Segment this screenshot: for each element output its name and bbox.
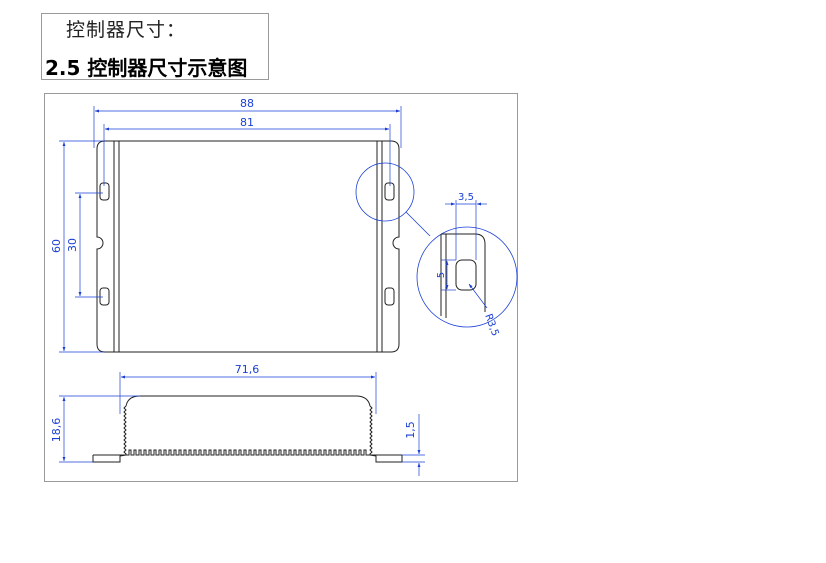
side-view-right-ribs [369, 405, 373, 455]
side-view-bottom-fins [126, 449, 370, 456]
slot-top-left [99, 182, 110, 201]
dimension-drawing: 88 81 60 30 [50, 97, 518, 476]
dim-label-5: 5 [436, 272, 447, 278]
top-view-dimensions [59, 106, 402, 353]
dim-label-30: 30 [66, 238, 79, 252]
side-view-left-ribs [123, 405, 127, 455]
detail-dimensions [441, 200, 488, 309]
detail-content [440, 233, 486, 318]
dim-label-81: 81 [240, 116, 254, 129]
dim-label-71-6: 71,6 [235, 363, 260, 376]
slot-bottom-right [384, 287, 395, 306]
detail-callout [355, 162, 518, 328]
detail-outline [441, 233, 486, 312]
top-view [96, 140, 400, 353]
section-title: 2.5 控制器尺寸示意图 [45, 56, 248, 80]
section-subtitle: 控制器尺寸： [66, 19, 187, 41]
detail-source-circle [355, 162, 415, 222]
detail-leader-line [405, 211, 431, 237]
header-box: 控制器尺寸： 2.5 控制器尺寸示意图 [41, 13, 269, 80]
top-view-outline [96, 140, 400, 353]
dim-leader-r3-5 [468, 283, 488, 309]
dim-label-1-5: 1,5 [404, 421, 417, 439]
dim-label-88: 88 [240, 97, 254, 110]
dim-label-60: 60 [50, 239, 63, 253]
side-view [92, 395, 403, 463]
detail-slot [455, 259, 477, 291]
dim-label-3-5: 3,5 [458, 192, 474, 203]
slot-bottom-left [99, 287, 110, 306]
detail-magnified-circle [416, 226, 518, 328]
dim-label-18-6: 18,6 [50, 418, 63, 443]
side-view-dimensions [59, 372, 425, 476]
side-view-body [92, 395, 403, 463]
slot-top-right [384, 182, 395, 201]
drawing-frame: 88 81 60 30 [44, 93, 518, 482]
